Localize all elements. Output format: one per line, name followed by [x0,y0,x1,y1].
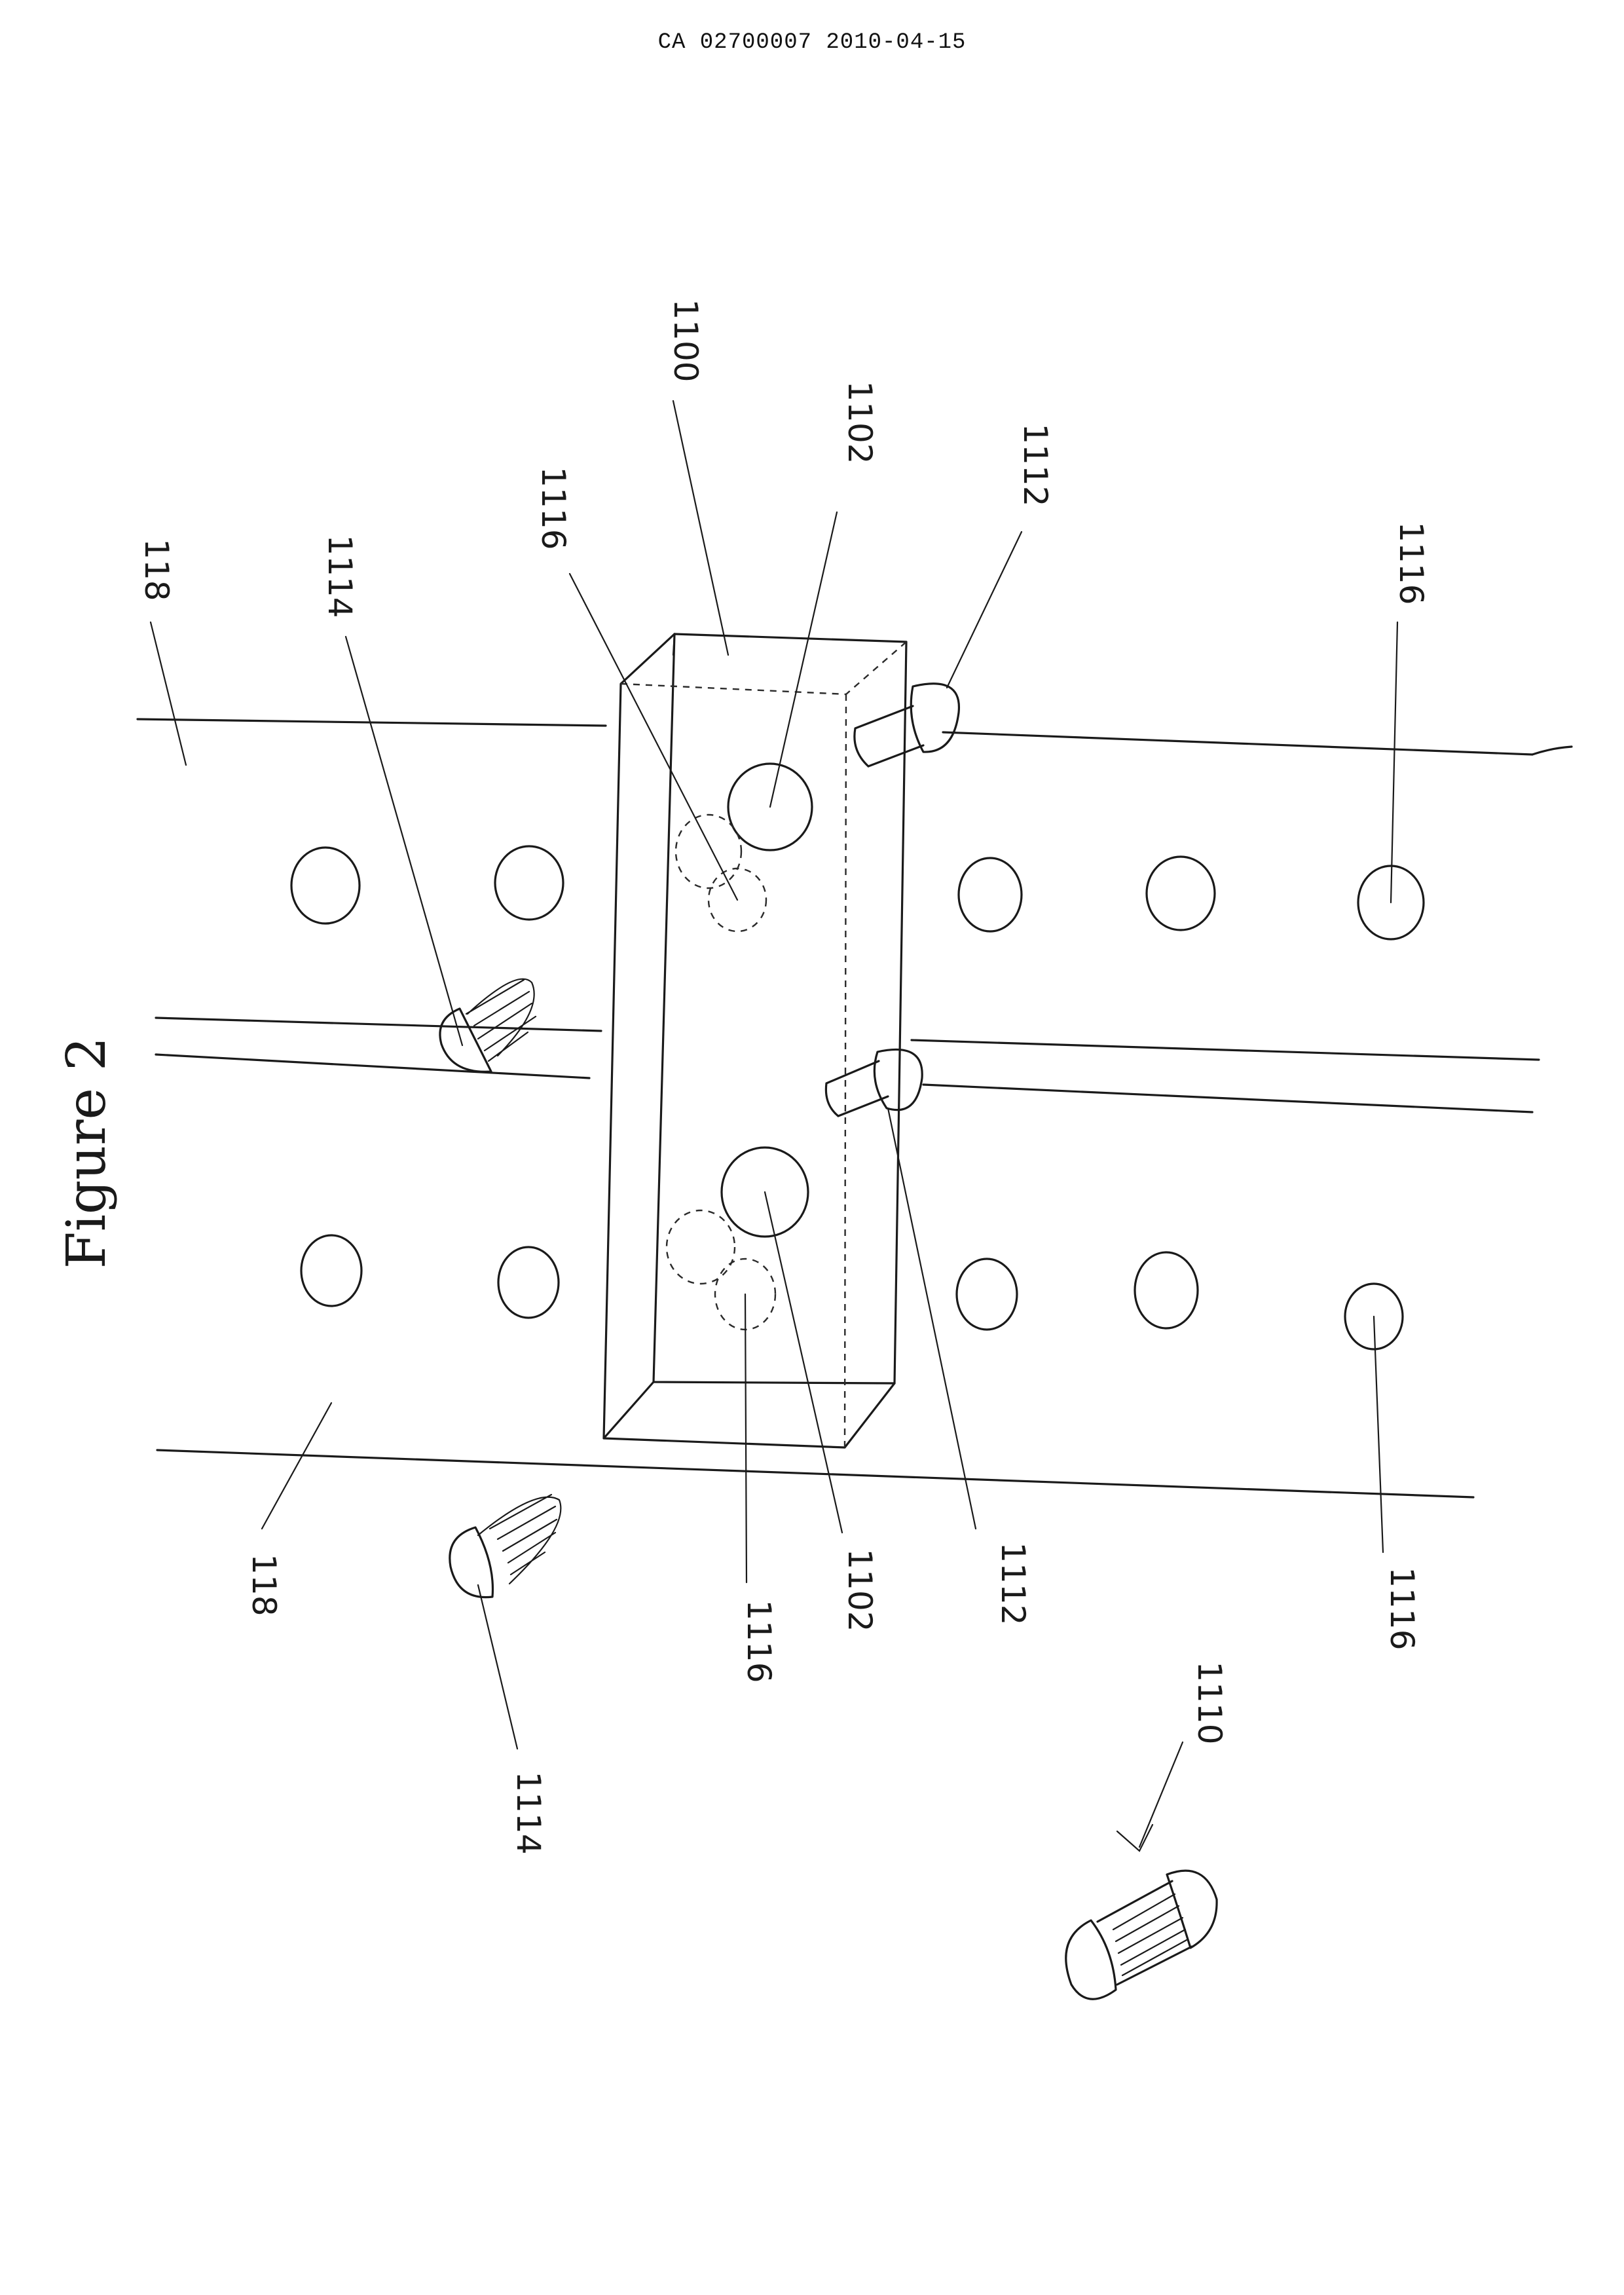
leader-block [673,401,728,655]
leader-pin-lower [888,1108,976,1529]
label-bore-upper: 1102 [841,381,879,464]
hole [957,1259,1017,1330]
rail-top-lower-edge-right [912,1040,1539,1060]
fastener-head-left [1066,1920,1116,1999]
label-fastener: 1110 [1190,1661,1228,1744]
hole [1147,857,1215,930]
leader-pin-upper [947,532,1022,688]
label-pin-upper: 1112 [1016,423,1054,506]
fastener-body [1098,1881,1192,1985]
screw-in-rail [440,979,536,1072]
label-block: 1100 [667,299,705,382]
leader-screw-rail [346,637,462,1045]
label-screw-loose: 1114 [509,1771,547,1854]
leader-hole-lower-right [1374,1316,1383,1552]
hole [291,848,360,924]
pin-upper-head [911,684,959,752]
label-screw-rail: 1114 [321,534,359,618]
hole [495,846,563,920]
rail-gap-line [156,1054,589,1078]
figure-title: Figure 2 [56,1037,118,1269]
label-rail-bottom: 118 [245,1554,283,1616]
hole [1135,1252,1198,1328]
screw-in-rail-threads [466,979,536,1061]
leader-rail-bottom [262,1403,331,1529]
figure-title-text: Figure 2 [56,1037,118,1269]
rail-top-edge-end [1532,747,1572,755]
label-rail-top: 118 [138,538,175,601]
screw-in-rail-head [440,1009,491,1072]
leader-fastener [1139,1742,1183,1847]
label-pin-lower: 1112 [994,1542,1032,1625]
screw-loose-head [450,1527,493,1597]
hole [498,1247,559,1318]
label-hidden-hole-upper: 1116 [534,466,572,550]
leader-hole-upper-right [1391,622,1397,903]
screw-loose [450,1495,561,1597]
rail-bottom-edge [157,1450,1473,1497]
hole [959,858,1022,931]
rail-gap-line-right [923,1085,1532,1112]
leader-screw-loose [478,1585,517,1749]
label-hidden-hole-lower: 1116 [740,1599,778,1683]
rail-top-edge-right [943,732,1532,755]
rail-top-lower-edge [156,1018,601,1031]
label-bore-lower: 1102 [841,1548,879,1632]
label-hole-upper-right: 1116 [1392,521,1430,605]
leader-rail-top [151,622,186,765]
fastener [1066,1871,1217,1999]
hole [301,1235,361,1306]
rail-bottom [157,1450,1473,1497]
label-hole-lower-right: 1116 [1383,1567,1421,1650]
